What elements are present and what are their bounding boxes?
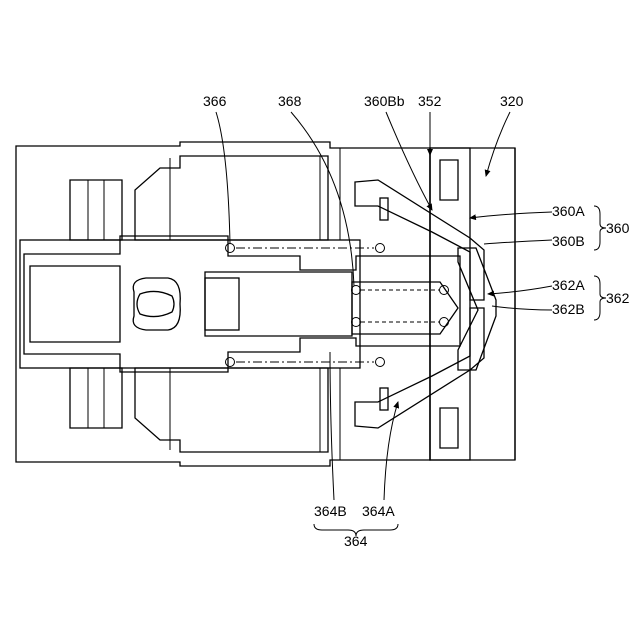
valve-part-360 [355,180,484,428]
leader-lines [216,112,606,536]
label-320: 320 [500,93,524,109]
housing-body [16,142,430,466]
label-362B: 362B [552,301,585,317]
label-360B: 360B [552,233,585,249]
shaft-364 [24,236,460,372]
label-364A: 364A [362,503,395,519]
valve-cone-362 [458,248,496,370]
label-362: 362 [606,290,630,306]
label-352: 352 [418,93,442,109]
seal-markers [226,244,449,367]
plate-320 [430,148,515,460]
label-360A: 360A [552,203,585,219]
label-368: 368 [278,93,302,109]
label-362A: 362A [552,277,585,293]
reference-labels: 366 368 360Bb 352 320 360A 360B 360 362A… [203,93,630,549]
label-366: 366 [203,93,227,109]
label-364: 364 [344,533,368,549]
label-364B: 364B [314,503,347,519]
label-360Bb: 360Bb [364,93,405,109]
label-360: 360 [606,220,630,236]
